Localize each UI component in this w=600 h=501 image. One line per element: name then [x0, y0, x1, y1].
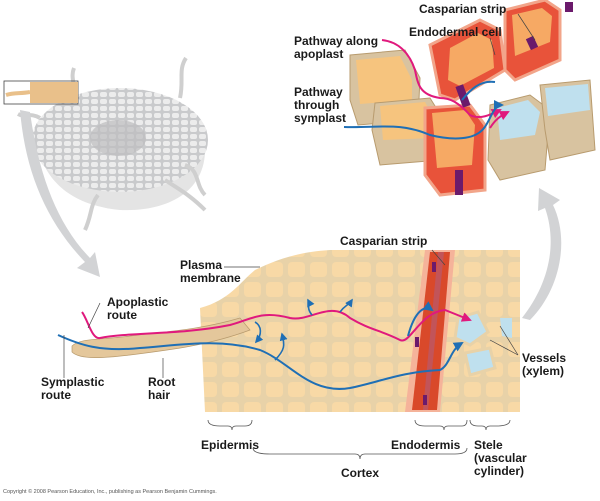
gray-arrow-left [20, 110, 100, 277]
label-casparian-strip-top: Casparian strip [419, 2, 507, 16]
label-casparian-strip-bottom: Casparian strip [340, 234, 428, 248]
leader-lines [63, 13, 536, 378]
zoom-inset-box [3, 80, 79, 105]
cell-block-3d [349, 0, 596, 197]
gray-arrow-right [522, 188, 562, 320]
label-endodermal-cell: Endodermal cell [409, 25, 502, 39]
label-root-hair: Root hair [148, 375, 176, 402]
symplast-pathway-line [343, 100, 504, 140]
brackets [207, 419, 511, 460]
label-pathway-apoplast: Pathway along apoplast [294, 34, 379, 61]
label-endodermis: Endodermis [391, 438, 461, 452]
apoplast-pathway-line [381, 39, 502, 119]
label-apoplastic-route: Apoplastic route [107, 295, 169, 322]
label-epidermis: Epidermis [201, 438, 260, 452]
label-plasma-membrane: Plasma membrane [180, 258, 241, 285]
label-pathway-symplast: Pathway through symplast [294, 85, 347, 125]
label-cortex: Cortex [341, 466, 380, 480]
label-vessels-xylem: Vessels (xylem) [522, 351, 567, 378]
symplastic-route-line [57, 334, 464, 390]
label-stele: Stele (vascular cylinder) [474, 438, 527, 478]
tissue-block [71, 250, 520, 412]
copyright-notice: Copyright © 2008 Pearson Education, Inc.… [3, 489, 217, 495]
label-symplastic-route: Symplastic route [41, 375, 105, 402]
apoplastic-route-line [81, 308, 472, 342]
symplastic-branch [407, 301, 434, 337]
